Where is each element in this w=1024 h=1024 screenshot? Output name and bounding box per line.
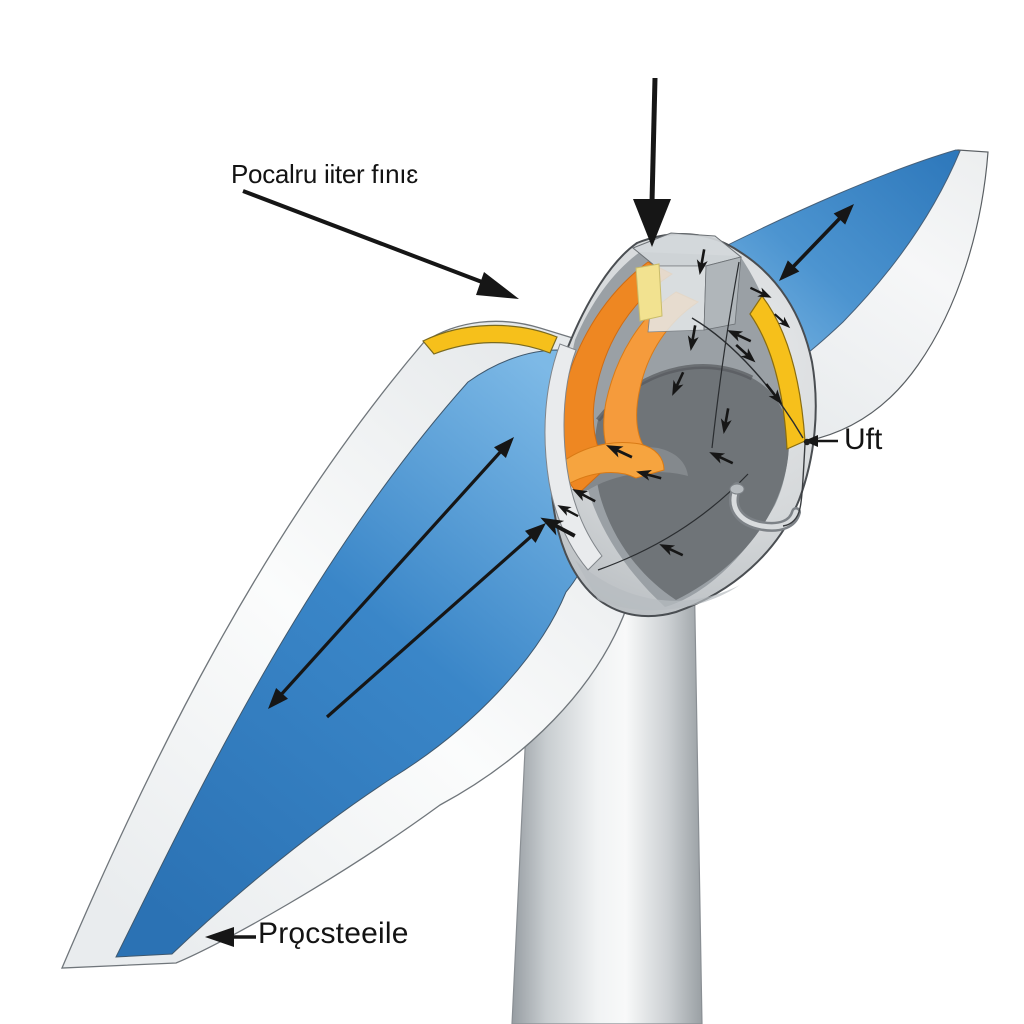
hub-interior-dome [594, 366, 789, 600]
blade-span-double-arrow [773, 198, 860, 287]
top-opening [632, 232, 743, 333]
lift-pointer-line [782, 435, 838, 527]
tip-pointer-arrow [205, 927, 256, 947]
lift-label: Uft [844, 423, 883, 456]
hub-cutaway [534, 232, 817, 618]
tip-label: Prǫcsteeile [258, 917, 409, 950]
yellow-strip-right [749, 294, 806, 450]
handle-hook [729, 482, 801, 532]
blade-flow-arrow [325, 517, 552, 719]
orange-layer-3 [547, 441, 665, 489]
blade-flow-double-arrow [262, 431, 520, 715]
annotation-pointer-arrow [242, 189, 519, 299]
hub-bottom-shadow [575, 560, 740, 611]
blade-flow-label: Pocalru iiter fınıɛ [231, 159, 418, 189]
pale-yellow-insert [635, 263, 663, 322]
hub-cut-rim [544, 343, 603, 571]
blade-lower-left [60, 320, 649, 969]
orange-layer-1 [557, 261, 674, 495]
yellow-strip-left [422, 324, 558, 355]
wind-direction-arrow [633, 77, 671, 247]
